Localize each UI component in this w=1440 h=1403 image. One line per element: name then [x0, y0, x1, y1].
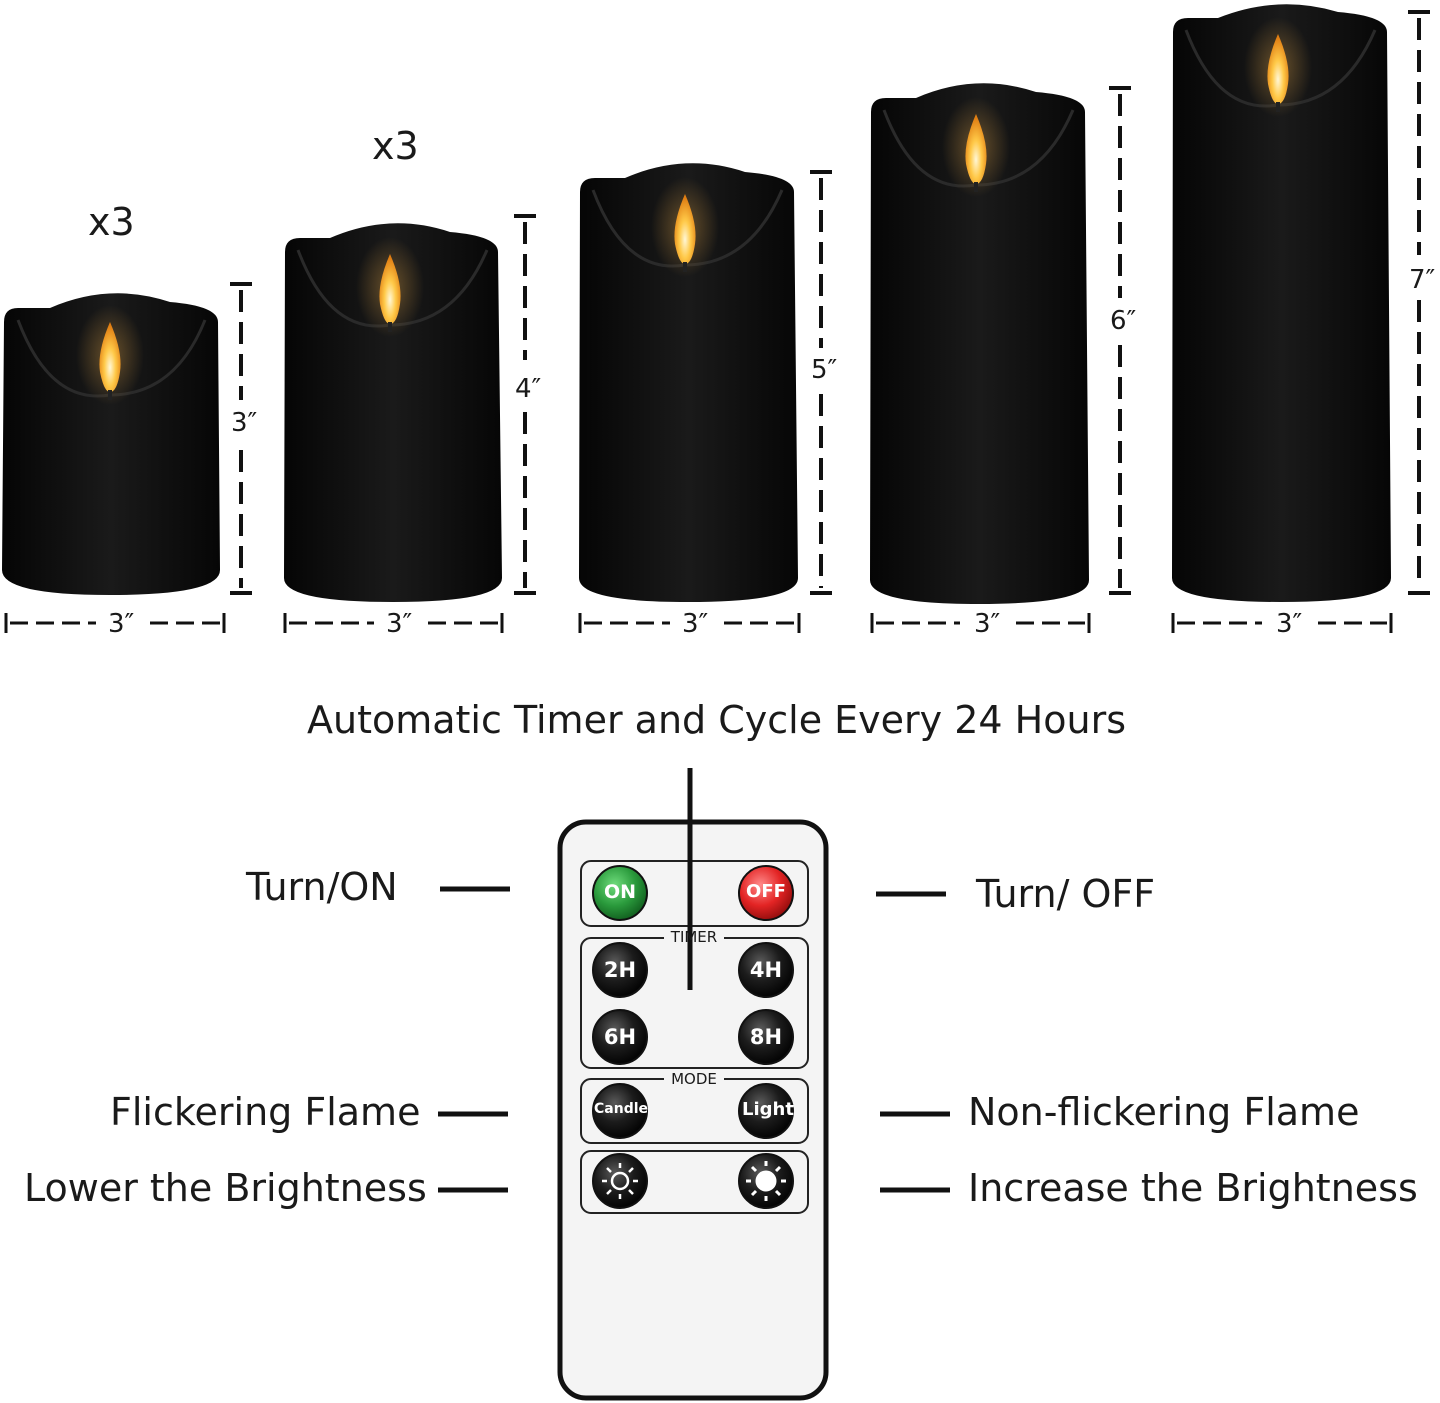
- flame-icon: [1267, 34, 1289, 104]
- on-button[interactable]: [592, 865, 648, 921]
- width-label: 3″: [386, 609, 413, 639]
- width-label: 3″: [108, 609, 135, 639]
- height-label: 5″: [811, 355, 838, 385]
- candle-7-inch: [1172, 4, 1391, 603]
- on-button-label: ON: [603, 881, 637, 903]
- width-dimension-lines: [4, 613, 1393, 633]
- off-button[interactable]: [738, 865, 794, 921]
- callout-lines: [438, 768, 950, 1193]
- timer-4h-label: 4H: [749, 958, 783, 982]
- off-button-label: OFF: [746, 881, 786, 902]
- timer-8h-label: 8H: [749, 1025, 783, 1049]
- brightness-down-button[interactable]: [592, 1153, 648, 1209]
- height-label: 4″: [515, 374, 542, 404]
- timer-6h-button[interactable]: [592, 1009, 648, 1065]
- height-label: 7″: [1409, 265, 1436, 295]
- turn-on-callout: Turn/ON: [246, 865, 398, 909]
- candle-mode-button[interactable]: [592, 1083, 648, 1139]
- timer-4h-button[interactable]: [738, 942, 794, 998]
- light-mode-button[interactable]: [738, 1083, 794, 1139]
- flame-icon: [379, 254, 401, 324]
- candle-button-label: Candle: [594, 1101, 649, 1117]
- timer-2h-label: 2H: [603, 958, 637, 982]
- brightness-low-icon: [602, 1163, 638, 1199]
- height-dimension-lines: [230, 10, 1430, 595]
- light-button-label: Light: [742, 1099, 794, 1120]
- timer-group-title: TIMER: [670, 928, 718, 946]
- candle-3-inch: [2, 293, 220, 595]
- width-label: 3″: [1276, 609, 1303, 639]
- increase-brightness-callout: Increase the Brightness: [968, 1166, 1418, 1210]
- timer-6h-label: 6H: [603, 1025, 637, 1049]
- candle-5-inch: [579, 163, 798, 602]
- timer-caption: Automatic Timer and Cycle Every 24 Hours: [307, 698, 1126, 742]
- flame-icon: [99, 322, 121, 392]
- non-flickering-flame-callout: Non-flickering Flame: [968, 1090, 1360, 1134]
- turn-off-callout: Turn/ OFF: [976, 872, 1156, 916]
- width-label: 3″: [974, 609, 1001, 639]
- quantity-label: x3: [88, 200, 135, 244]
- quantity-label: x3: [372, 124, 419, 168]
- power-group-frame: [580, 860, 809, 927]
- flickering-flame-callout: Flickering Flame: [110, 1090, 421, 1134]
- height-label: 3″: [231, 408, 258, 438]
- width-label: 3″: [682, 609, 709, 639]
- brightness-high-icon: [746, 1161, 786, 1201]
- mode-group-title: MODE: [671, 1070, 717, 1088]
- candle-4-inch: [284, 223, 502, 602]
- lower-brightness-callout: Lower the Brightness: [24, 1166, 427, 1210]
- timer-2h-button[interactable]: [592, 942, 648, 998]
- height-label: 6″: [1110, 306, 1137, 336]
- remote-control: [557, 819, 829, 1401]
- candle-6-inch: [870, 83, 1089, 605]
- flame-icon: [674, 194, 696, 264]
- flame-icon: [965, 114, 987, 184]
- timer-8h-button[interactable]: [738, 1009, 794, 1065]
- brightness-group-frame: [580, 1150, 809, 1214]
